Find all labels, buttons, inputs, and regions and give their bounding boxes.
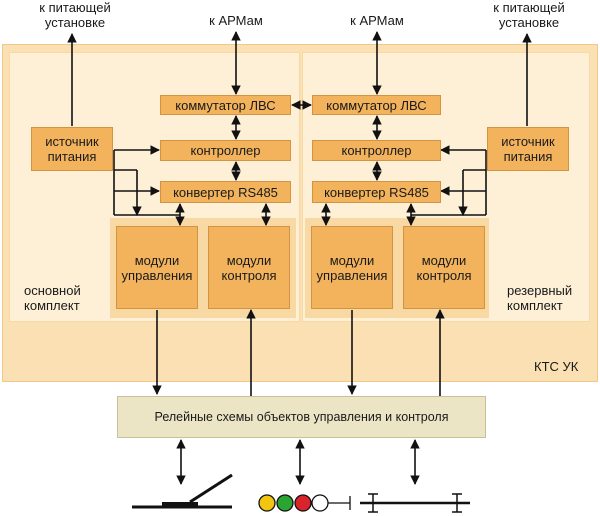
track-circuit-icon: [360, 493, 470, 513]
relay-circuits-label: Релейные схемы объектов управления и кон…: [154, 410, 449, 424]
converter-reserve: конвертер RS485: [312, 181, 441, 203]
converter-main: конвертер RS485: [160, 181, 291, 203]
controller-reserve: контроллер: [312, 140, 441, 161]
monitoring-modules-reserve: модули контроля: [403, 226, 485, 309]
controller-main: контроллер: [160, 140, 291, 161]
main-set-label: основной комплект: [24, 283, 81, 313]
monitoring-modules-main: модули контроля: [208, 226, 290, 309]
control-modules-main: модули управления: [116, 226, 198, 309]
arm-label-right: к АРМам: [350, 13, 404, 28]
turnout-icon: [132, 473, 233, 509]
power-feed-label-right: к питающей установке: [493, 0, 565, 30]
signal-lamps-icon: [258, 494, 351, 512]
power-source-main: источник питания: [31, 127, 113, 171]
kts-label: КТС УК: [534, 359, 579, 374]
arm-label-left: к АРМам: [209, 13, 263, 28]
reserve-set-label: резервный комплект: [507, 283, 573, 313]
lan-switch-reserve: коммутатор ЛВС: [312, 95, 441, 115]
power-feed-label-left: к питающей установке: [39, 0, 111, 30]
lan-switch-main: коммутатор ЛВС: [160, 95, 291, 115]
control-modules-reserve: модули управления: [311, 226, 393, 309]
power-source-reserve: источник питания: [487, 127, 569, 171]
relay-circuits-block: Релейные схемы объектов управления и кон…: [117, 396, 486, 438]
